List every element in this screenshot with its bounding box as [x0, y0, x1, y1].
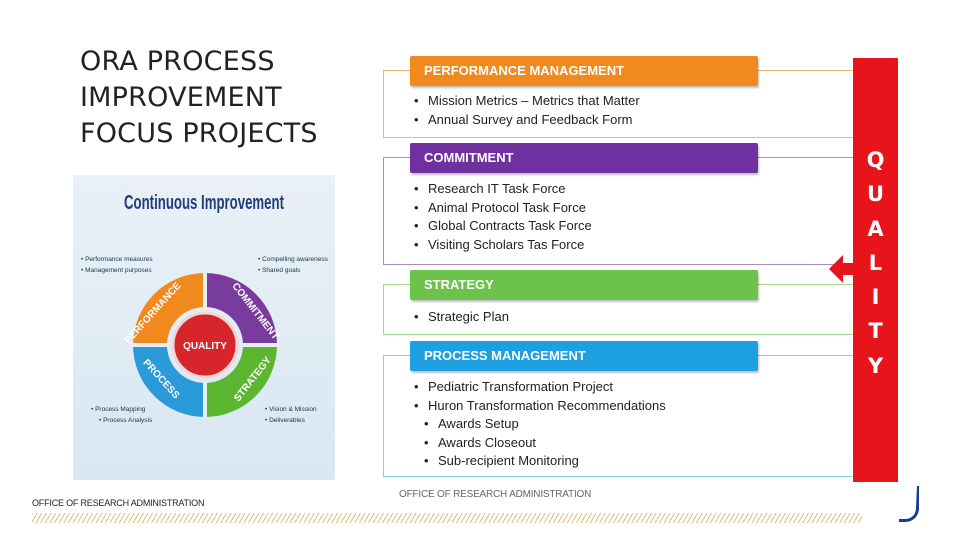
page-title: ORA PROCESS IMPROVEMENT FOCUS PROJECTS	[80, 44, 340, 152]
quality-letter: I	[853, 280, 898, 314]
list-item: •Strategic Plan	[414, 308, 509, 327]
quality-letters: Q U A L I T Y	[853, 143, 898, 383]
title-line: ORA PROCESS	[80, 44, 340, 80]
list-subitem: •Awards Closeout	[414, 434, 666, 453]
section-items-process: •Pediatric Transformation Project •Huron…	[414, 378, 666, 471]
center-label: QUALITY	[183, 341, 227, 352]
note-performance: • Performance measures	[81, 256, 153, 263]
quality-letter: U	[853, 177, 898, 211]
footer-center-text: OFFICE OF RESEARCH ADMINISTRATION	[399, 489, 591, 500]
note-process: • Process Analysis	[99, 417, 153, 424]
list-subitem: •Awards Setup	[414, 415, 666, 434]
note-commitment: • Shared goals	[258, 267, 301, 274]
section-header-commitment: COMMITMENT	[410, 143, 758, 173]
footer-left-text: OFFICE OF RESEARCH ADMINISTRATION	[32, 498, 204, 508]
list-item: •Pediatric Transformation Project	[414, 378, 666, 397]
cycle-diagram: Continuous Improvement QUALITY PERFORMAN…	[73, 175, 335, 480]
list-item: •Huron Transformation Recommendations	[414, 397, 666, 416]
section-header-strategy: STRATEGY	[410, 270, 758, 300]
note-performance: • Management purposes	[81, 267, 152, 274]
section-header-label: PROCESS MANAGEMENT	[424, 348, 586, 363]
logo-mark-icon	[895, 482, 927, 526]
section-header-performance: PERFORMANCE MANAGEMENT	[410, 56, 758, 86]
arrow-left-icon	[829, 252, 853, 286]
list-item: •Research IT Task Force	[414, 180, 592, 199]
section-header-process: PROCESS MANAGEMENT	[410, 341, 758, 371]
quality-letter: A	[853, 212, 898, 246]
quality-letter: Q	[853, 143, 898, 177]
list-item: •Visiting Scholars Tas Force	[414, 236, 592, 255]
section-header-label: COMMITMENT	[424, 150, 514, 165]
section-header-label: STRATEGY	[424, 277, 494, 292]
section-items-commitment: •Research IT Task Force •Animal Protocol…	[414, 180, 592, 254]
cycle-heading: Continuous Improvement	[124, 192, 284, 214]
note-strategy: • Vision & Mission	[265, 406, 317, 413]
section-items-strategy: •Strategic Plan	[414, 308, 509, 327]
continuous-improvement-graphic: Continuous Improvement QUALITY PERFORMAN…	[73, 175, 335, 480]
section-header-label: PERFORMANCE MANAGEMENT	[424, 63, 624, 78]
quality-letter: L	[853, 246, 898, 280]
section-items-performance: •Mission Metrics – Metrics that Matter •…	[414, 92, 640, 129]
note-commitment: • Compelling awareness	[258, 256, 329, 263]
note-process: • Process Mapping	[91, 406, 146, 413]
list-subitem: •Sub-recipient Monitoring	[414, 452, 666, 471]
quality-letter: T	[853, 314, 898, 348]
title-line: IMPROVEMENT	[80, 80, 340, 116]
footer-hatch-band	[32, 513, 862, 523]
list-item: •Animal Protocol Task Force	[414, 199, 592, 218]
quality-letter: Y	[853, 349, 898, 383]
title-line: FOCUS PROJECTS	[80, 116, 340, 152]
note-strategy: • Deliverables	[265, 417, 306, 424]
list-item: •Global Contracts Task Force	[414, 217, 592, 236]
list-item: •Annual Survey and Feedback Form	[414, 111, 640, 130]
list-item: •Mission Metrics – Metrics that Matter	[414, 92, 640, 111]
